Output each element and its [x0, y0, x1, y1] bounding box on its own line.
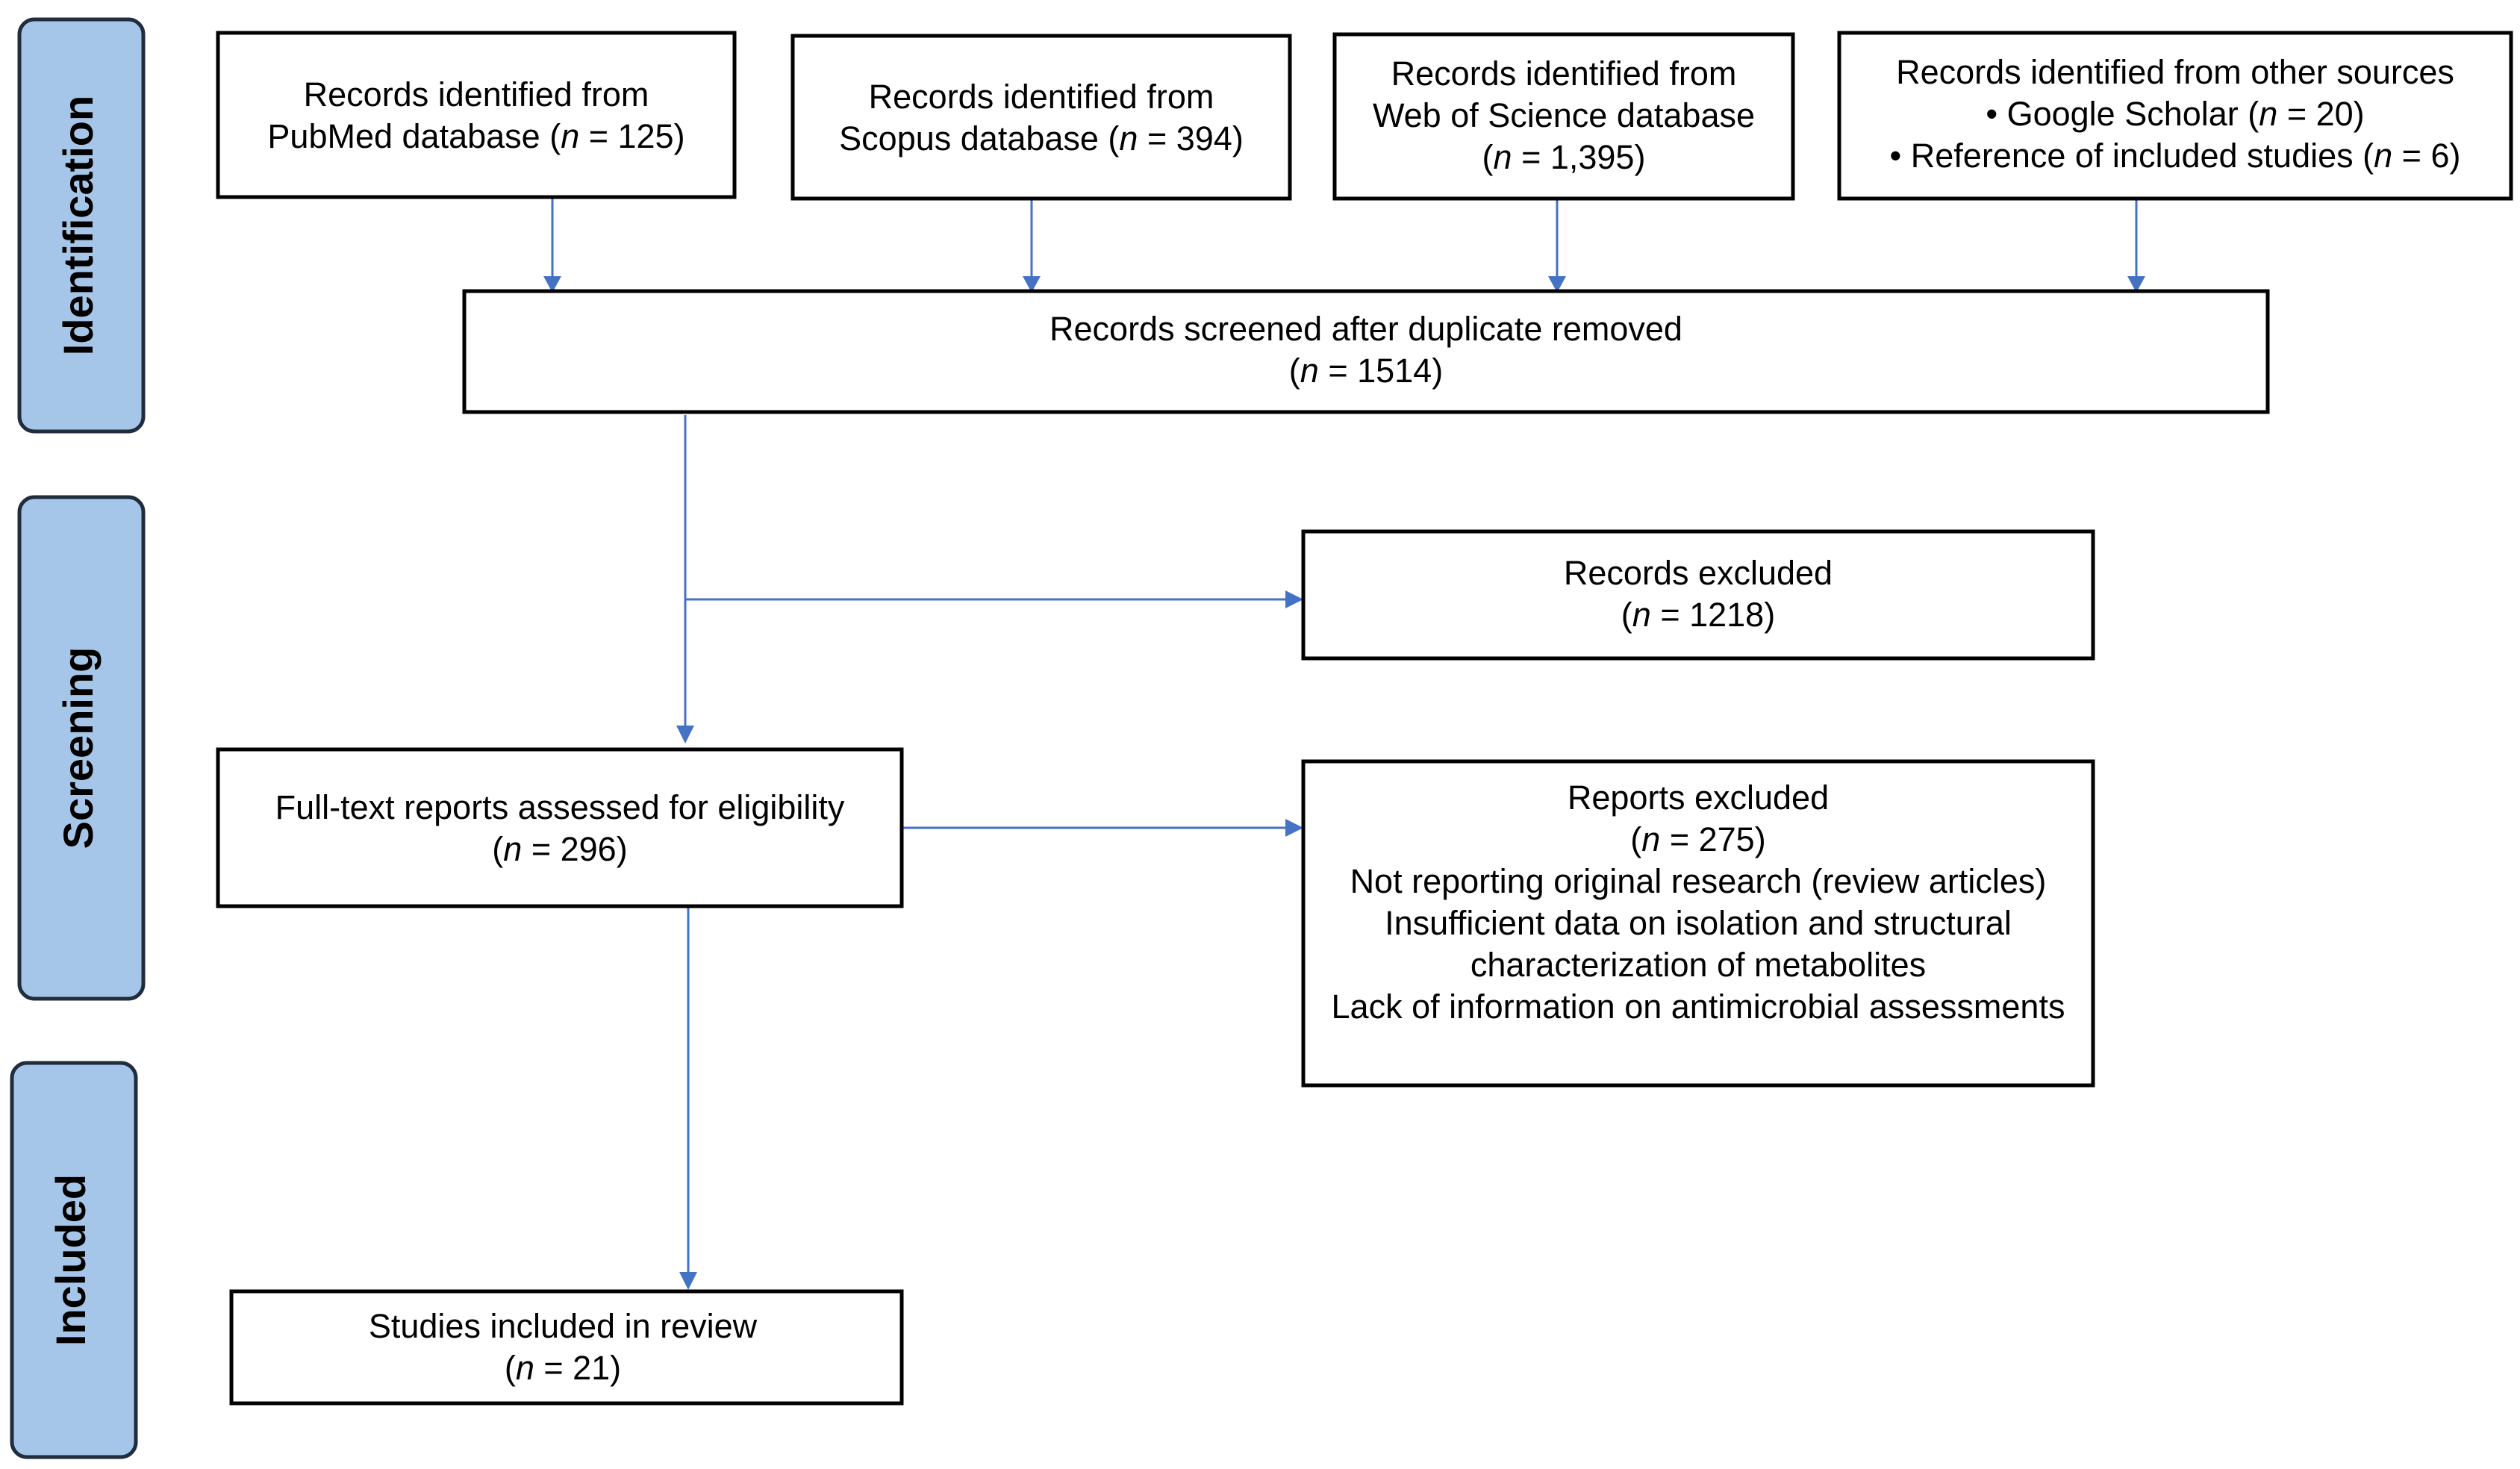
stage-identification-label: Identification	[54, 96, 102, 355]
box-studies-included: Studies included in review (n = 21)	[229, 1289, 904, 1406]
arrowhead-other	[2127, 276, 2145, 293]
arrowhead-scopus	[1023, 276, 1041, 293]
box-screened-line2: (n = 1514)	[1289, 352, 1443, 390]
box-other-bullet1: • Google Scholar (n = 20)	[1986, 95, 2364, 133]
stage-screening-label: Screening	[54, 647, 102, 849]
box-scopus-line1: Records identified from	[869, 78, 1214, 116]
exclusion-reason-2b: characterization of metabolites	[1470, 946, 1926, 984]
arrowhead-included	[679, 1272, 697, 1290]
exclusion-reason-3: Lack of information on antimicrobial ass…	[1332, 988, 2065, 1026]
arrowhead-records-excluded	[1285, 590, 1303, 608]
exclusion-reason-1: Not reporting original research (review …	[1350, 862, 2047, 900]
stage-screening: Screening	[17, 495, 146, 1001]
box-wos-line3: (n = 1,395)	[1482, 138, 1646, 176]
stage-identification: Identification	[17, 17, 146, 434]
arrowhead-wos	[1548, 276, 1566, 293]
stage-included-label: Included	[47, 1174, 94, 1346]
box-scopus: Records identified from Scopus database …	[790, 34, 1292, 201]
box-reports-excluded: Reports excluded (n = 275) Not reporting…	[1301, 759, 2095, 1088]
box-fulltext-line1: Full-text reports assessed for eligibili…	[275, 788, 845, 826]
box-reports-excluded-line1: Reports excluded	[1568, 779, 1829, 817]
arrowhead-pubmed	[543, 276, 561, 293]
box-records-excluded: Records excluded (n = 1218)	[1301, 529, 2095, 661]
box-included-line1: Studies included in review	[369, 1307, 758, 1345]
box-scopus-line2: Scopus database (n = 394)	[839, 119, 1244, 157]
stage-included: Included	[10, 1061, 138, 1459]
box-screened-line1: Records screened after duplicate removed	[1050, 310, 1682, 348]
exclusion-reason-2a: Insufficient data on isolation and struc…	[1385, 904, 2012, 942]
connectors	[543, 198, 2145, 1290]
box-wos-line1: Records identified from	[1391, 54, 1737, 93]
box-fulltext-assessed: Full-text reports assessed for eligibili…	[216, 747, 904, 908]
box-pubmed-line1: Records identified from	[304, 75, 649, 113]
box-included-line2: (n = 21)	[505, 1349, 621, 1387]
box-other-line1: Records identified from other sources	[1896, 53, 2454, 91]
arrowhead-reports-excluded	[1285, 819, 1303, 837]
box-reports-excluded-line2: (n = 275)	[1630, 820, 1765, 858]
box-records-screened: Records screened after duplicate removed…	[462, 289, 2270, 414]
box-pubmed: Records identified from PubMed database …	[216, 31, 737, 199]
box-records-excluded-line1: Records excluded	[1564, 554, 1833, 592]
box-web-of-science: Records identified from Web of Science d…	[1332, 32, 1795, 201]
box-records-excluded-line2: (n = 1218)	[1621, 596, 1775, 634]
box-other-bullet2: • Reference of included studies (n = 6)	[1890, 137, 2461, 175]
box-fulltext-line2: (n = 296)	[492, 830, 627, 868]
box-pubmed-line2: PubMed database (n = 125)	[267, 117, 684, 155]
arrowhead-fulltext	[676, 726, 694, 743]
box-wos-line2: Web of Science database	[1373, 96, 1755, 134]
box-other-sources: Records identified from other sources • …	[1837, 31, 2513, 201]
